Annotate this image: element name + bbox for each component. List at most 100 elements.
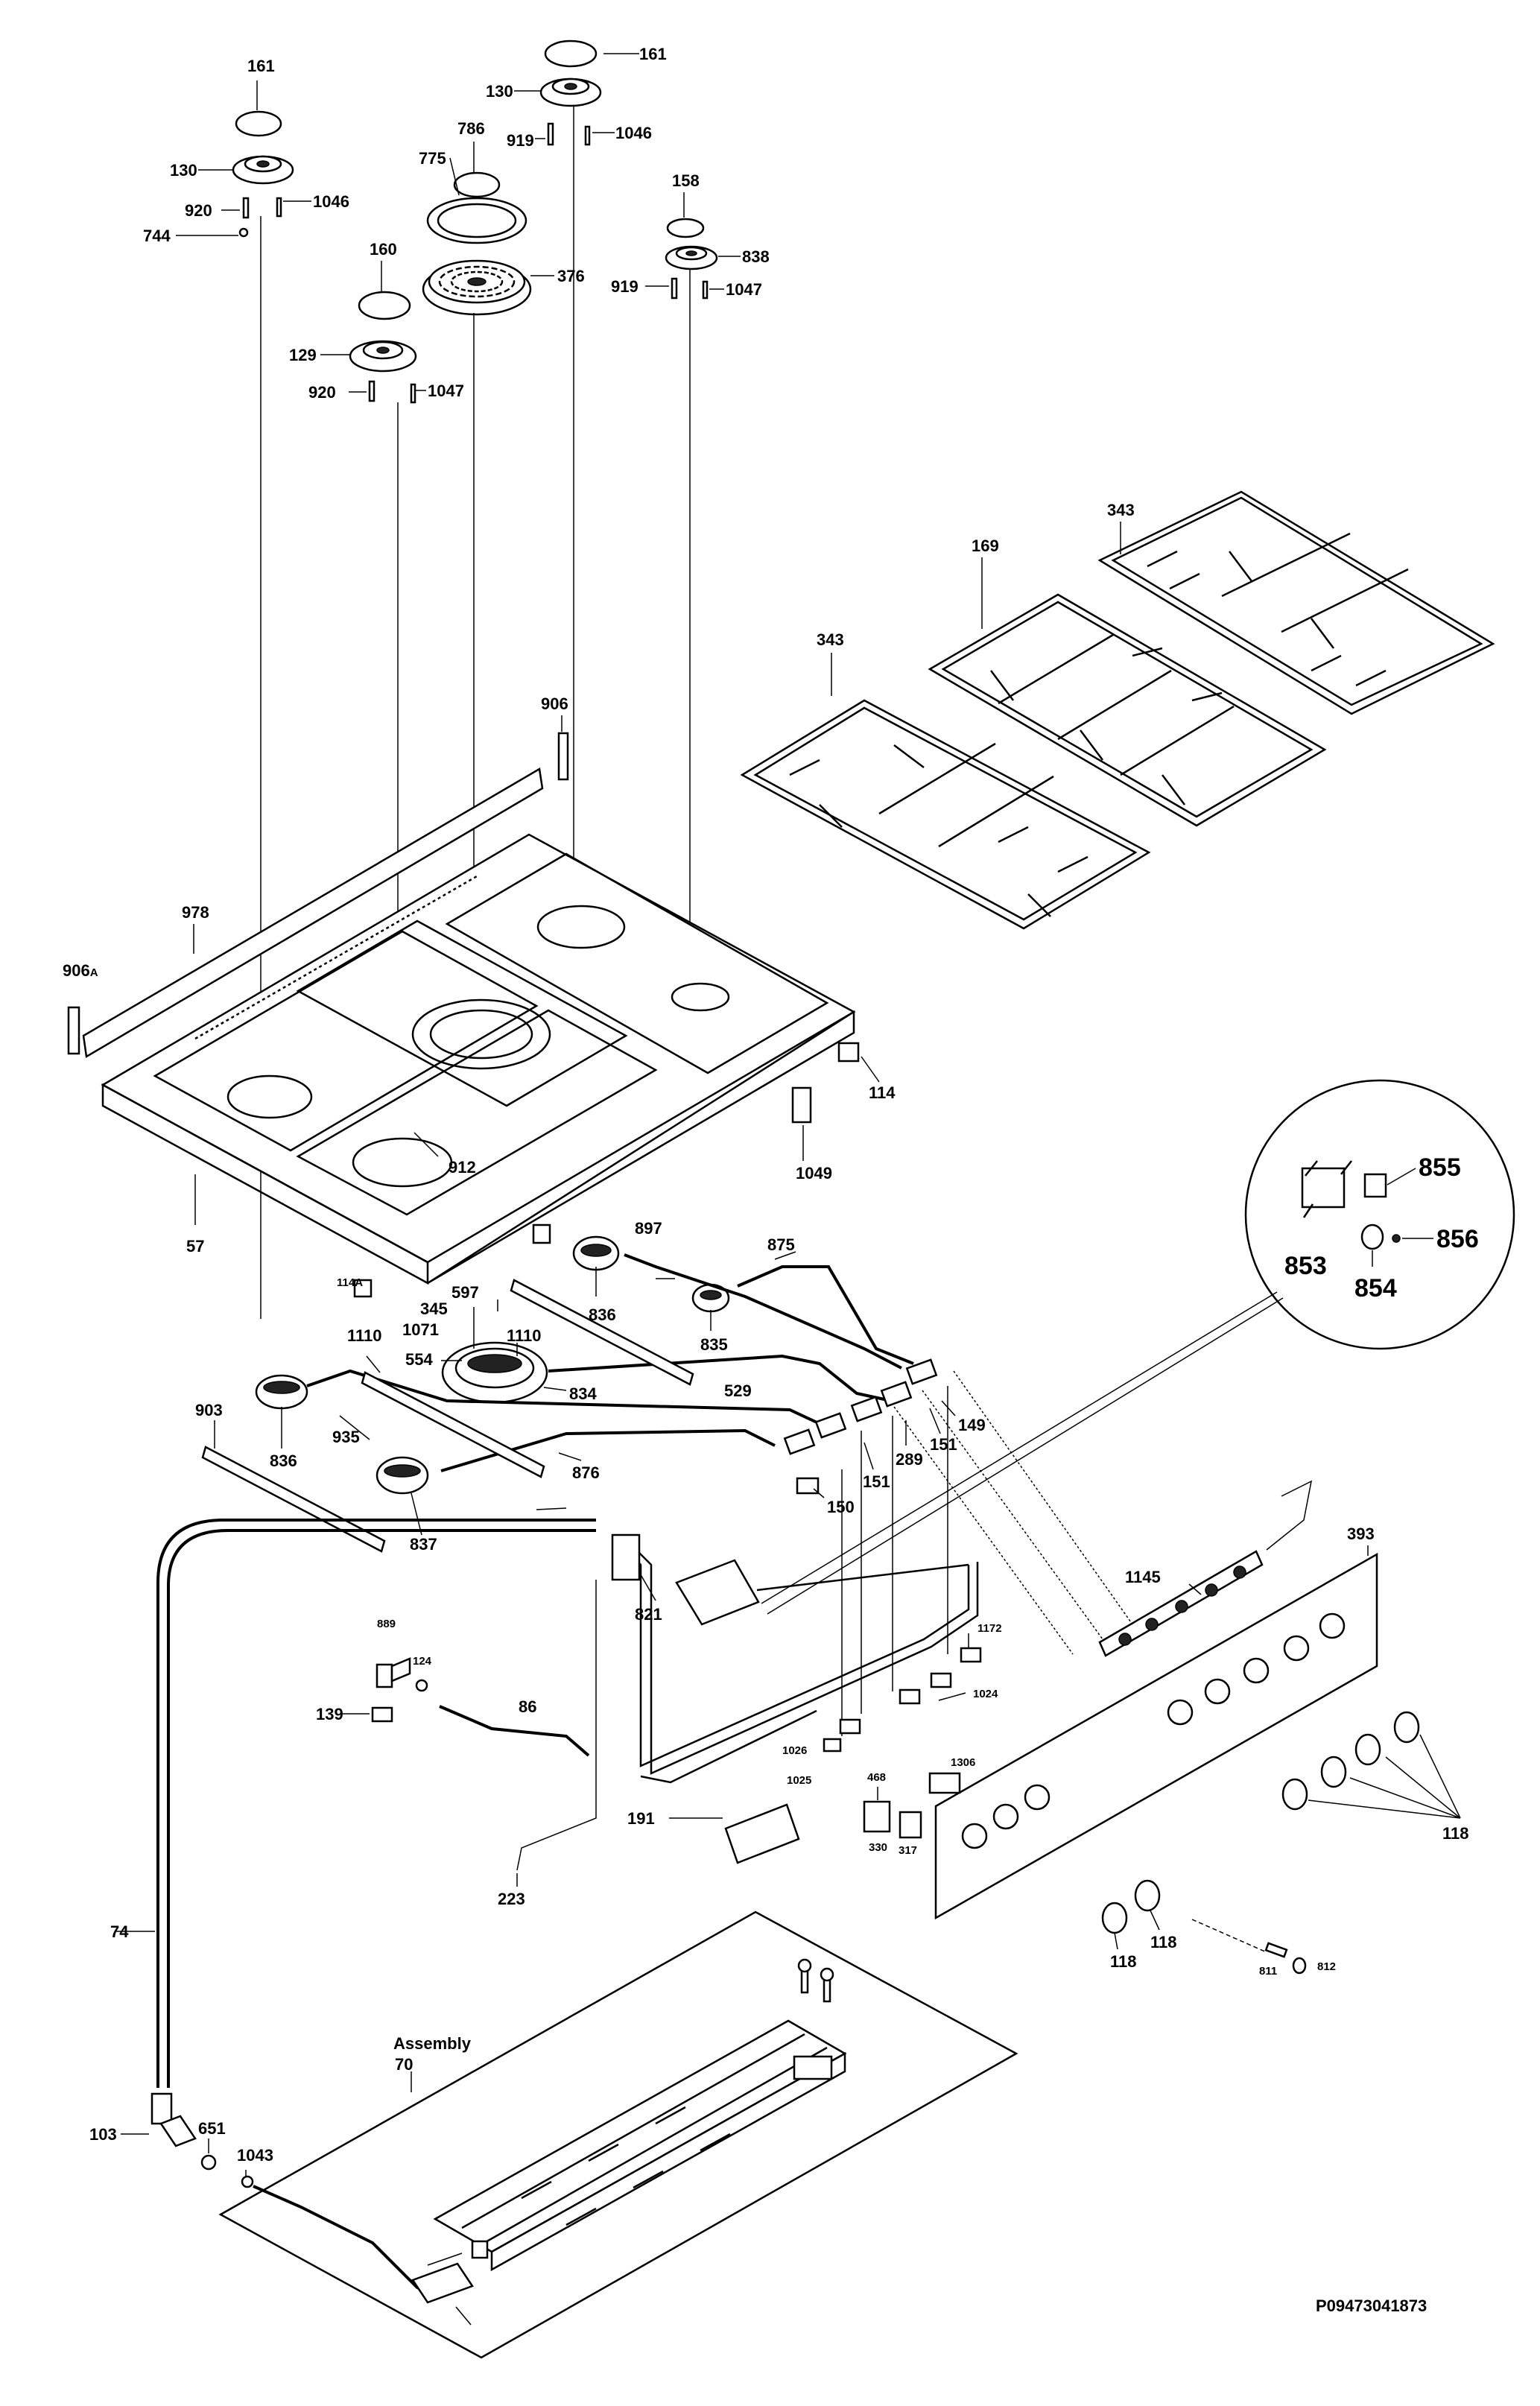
callout-838: 838 (742, 247, 770, 266)
pan-support-343-front (740, 653, 1151, 930)
callout-86: 86 (519, 1697, 536, 1716)
callout-529: 529 (724, 1381, 752, 1400)
callout-376: 376 (557, 267, 585, 285)
pan-support-343-rear (1097, 490, 1495, 715)
callout-835: 835 (700, 1335, 728, 1354)
callout-1026: 1026 (782, 1744, 807, 1757)
callout-1110b: 1110 (507, 1326, 542, 1345)
callout-223: 223 (498, 1890, 525, 1908)
callout-114A: 114A (337, 1276, 363, 1289)
callout-191: 191 (627, 1809, 655, 1828)
callout-1043: 1043 (237, 2146, 273, 2165)
callout-812: 812 (1317, 1960, 1336, 1973)
callout-317: 317 (899, 1844, 917, 1857)
callout-854: 854 (1354, 1274, 1397, 1302)
callout-1306: 1306 (951, 1756, 975, 1769)
gas-valves (783, 1358, 938, 1495)
hob-top-57 (67, 715, 880, 1285)
callout-744: 744 (143, 227, 171, 245)
callout-906: 906 (541, 694, 568, 713)
callout-149: 149 (958, 1416, 986, 1434)
callout-912: 912 (449, 1158, 476, 1177)
burner-cap-161 (235, 110, 282, 137)
callout-151b: 151 (863, 1472, 890, 1491)
callout-158: 158 (672, 171, 700, 190)
callout-597: 597 (451, 1283, 479, 1302)
callout-161a: 161 (247, 57, 275, 75)
callout-856: 856 (1436, 1225, 1479, 1253)
callout-118c: 118 (1150, 1933, 1177, 1951)
callout-289: 289 (896, 1450, 923, 1469)
callout-875: 875 (767, 1235, 795, 1254)
burner-bodies-and-pipes (201, 1223, 956, 1553)
callout-160: 160 (370, 240, 397, 259)
callout-468: 468 (867, 1771, 886, 1784)
callout-114: 114 (869, 1083, 896, 1102)
callout-1025: 1025 (787, 1774, 811, 1787)
callout-1071: 1071 (402, 1320, 439, 1339)
callout-150: 150 (827, 1498, 855, 1516)
callout-554: 554 (405, 1350, 433, 1369)
callout-889: 889 (377, 1618, 396, 1630)
callout-855: 855 (1419, 1153, 1461, 1182)
callout-1172: 1172 (977, 1622, 1002, 1635)
callout-920a: 920 (185, 201, 212, 220)
callout-853: 853 (1284, 1252, 1327, 1280)
callout-343a: 343 (1107, 501, 1135, 519)
callout-343b: 343 (817, 630, 844, 649)
callout-130a: 130 (170, 161, 197, 180)
callout-1046b: 1046 (615, 124, 652, 142)
document-id: P09473041873 (1316, 2296, 1427, 2315)
gas-rail-and-frame (116, 1370, 1461, 2088)
callout-821: 821 (635, 1605, 662, 1624)
callout-775: 775 (419, 149, 446, 168)
callout-1049: 1049 (796, 1164, 832, 1183)
callout-906A: 906A (63, 961, 98, 980)
callout-161b: 161 (639, 45, 667, 63)
callout-130b: 130 (486, 82, 513, 101)
callout-139: 139 (316, 1705, 343, 1723)
callout-1145: 1145 (1125, 1568, 1161, 1586)
callout-124: 124 (413, 1655, 432, 1668)
callout-1024: 1024 (973, 1688, 998, 1700)
callout-978: 978 (182, 903, 209, 922)
callout-151a: 151 (930, 1435, 957, 1454)
callout-836a: 836 (589, 1305, 616, 1324)
detail-inset (761, 1079, 1515, 1615)
pan-support-169 (928, 557, 1327, 827)
callout-897: 897 (635, 1219, 662, 1238)
callout-1110a: 1110 (347, 1326, 382, 1345)
callout-330: 330 (869, 1841, 887, 1854)
callout-1047b: 1047 (726, 280, 762, 299)
callout-876: 876 (572, 1463, 600, 1482)
callout-1046a: 1046 (313, 192, 349, 211)
callout-74: 74 (110, 1922, 129, 1941)
callout-129: 129 (289, 346, 317, 364)
callout-57: 57 (186, 1237, 204, 1256)
burner-stack-wok (422, 142, 554, 1051)
callout-834: 834 (569, 1384, 597, 1403)
callout-345: 345 (420, 1299, 448, 1318)
callout-651: 651 (198, 2119, 226, 2138)
callout-935: 935 (332, 1428, 360, 1446)
callout-811: 811 (1259, 1965, 1277, 1978)
callout-837: 837 (410, 1535, 437, 1554)
callout-393: 393 (1347, 1525, 1375, 1543)
burner-assembly-70 (121, 1910, 1018, 2359)
callout-1047a: 1047 (428, 382, 464, 400)
callout-919b: 919 (611, 277, 639, 296)
callout-169: 169 (972, 536, 999, 555)
callout-836b: 836 (270, 1451, 297, 1470)
burner-stack-top-center (514, 39, 639, 902)
callout-103: 103 (89, 2125, 117, 2144)
callout-920b: 920 (308, 383, 336, 402)
callout-118b: 118 (1110, 1952, 1137, 1971)
control-knobs (1101, 1711, 1461, 1975)
callout-786: 786 (457, 119, 485, 138)
callout-903: 903 (195, 1401, 223, 1419)
callout-assembly: Assembly (393, 2034, 472, 2053)
callout-118a: 118 (1442, 1824, 1469, 1843)
burner-stack-right (645, 192, 741, 976)
callout-919a: 919 (507, 131, 534, 150)
